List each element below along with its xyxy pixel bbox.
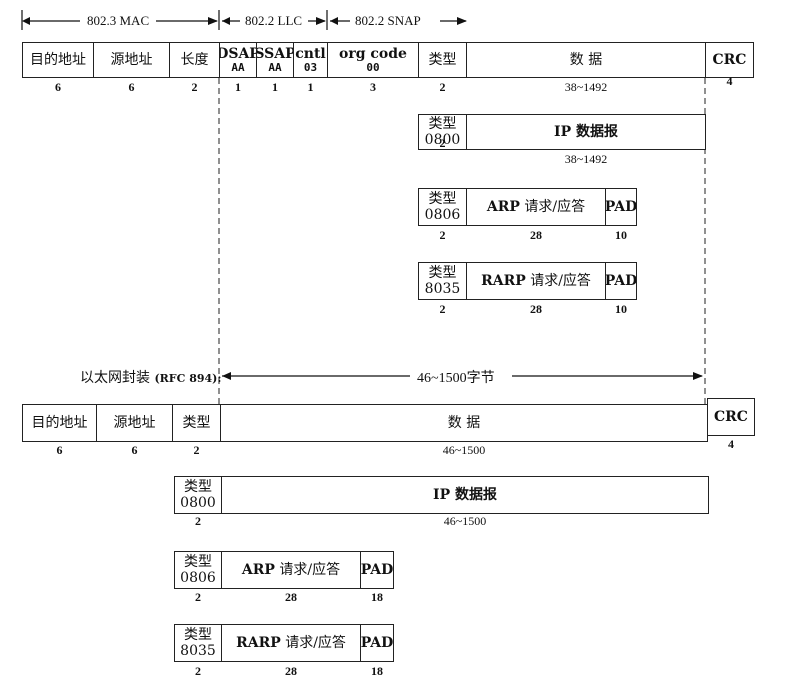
eth-dest-address: 目的地址 [22, 404, 97, 442]
eth-ip-size-data: 46~1500 [443, 514, 487, 528]
ieee-crc: CRC [705, 42, 754, 78]
ethernet-span-label: 46~1500字节 [414, 367, 498, 387]
eth-ip-datagram: IP 数据报 [221, 476, 709, 514]
ieee-rarp-size-data: 28 [530, 302, 542, 316]
ieee-arp-size-type: 2 [439, 228, 446, 242]
eth-size-type: 2 [193, 443, 200, 457]
eth-rarp-body: RARP 请求/应答 [221, 624, 361, 662]
eth-rarp-pad: PAD [360, 624, 394, 662]
ieee-rarp-size-pad: 10 [615, 302, 627, 316]
ieee-size-org: 3 [370, 80, 376, 94]
eth-size-data: 46~1500 [442, 443, 486, 457]
eth-arp-size-type: 2 [195, 590, 201, 604]
eth-type: 类型 [172, 404, 221, 442]
ieee-ip-datagram: IP 数据报 [466, 114, 706, 150]
eth-crc: CRC [707, 398, 755, 436]
ieee-arp-pad: PAD [605, 188, 637, 226]
ieee-size-dest: 6 [55, 80, 61, 94]
ieee-arp-size-data: 28 [530, 228, 542, 242]
ieee-size-crc: 4 [726, 74, 733, 88]
eth-src-address: 源地址 [96, 404, 173, 442]
ieee-size-data: 38~1492 [564, 80, 608, 94]
ieee-size-type: 2 [439, 80, 446, 94]
ieee-ip-size-type: 2 [439, 136, 446, 150]
eth-size-crc: 4 [728, 437, 734, 451]
eth-size-src: 6 [131, 443, 138, 457]
eth-arp-pad: PAD [360, 551, 394, 589]
ieee-rarp-body: RARP 请求/应答 [466, 262, 606, 300]
ieee-arp-size-pad: 10 [615, 228, 627, 242]
ieee-dsap: DSAPAA [219, 42, 257, 78]
ieee-size-length: 2 [191, 80, 198, 94]
ieee-data: 数 据 [466, 42, 706, 78]
eth-rarp-size-pad: 18 [371, 664, 383, 678]
eth-ip-size-type: 2 [195, 514, 201, 528]
label-802-3-mac: 802.3 MAC [84, 13, 153, 29]
ieee-size-ssap: 1 [272, 80, 278, 94]
ieee-length: 长度 [169, 42, 220, 78]
ethernet-title: 以太网封装 (RFC 894): [80, 370, 222, 386]
eth-arp-size-pad: 18 [371, 590, 383, 604]
ieee-type: 类型 [418, 42, 467, 78]
eth-arp-body: ARP 请求/应答 [221, 551, 361, 589]
ieee-size-dsap: 1 [235, 80, 241, 94]
eth-arp-size-data: 28 [285, 590, 297, 604]
ieee-size-src: 6 [128, 80, 135, 94]
eth-data: 数 据 [220, 404, 708, 442]
ieee-dest-address: 目的地址 [22, 42, 94, 78]
ip-label: IP 数据报 [554, 123, 618, 140]
eth-rarp-size-type: 2 [195, 664, 201, 678]
ieee-rarp-pad: PAD [605, 262, 637, 300]
ieee-arp-body: ARP 请求/应答 [466, 188, 606, 226]
eth-size-dest: 6 [56, 443, 63, 457]
eth-rarp-size-data: 28 [285, 664, 297, 678]
ieee-src-address: 源地址 [93, 42, 170, 78]
ieee-ip-size-data: 38~1492 [564, 152, 608, 166]
label-802-2-llc: 802.2 LLC [242, 13, 306, 29]
ieee-size-cntl: 1 [307, 80, 314, 94]
label-802-2-snap: 802.2 SNAP [352, 13, 424, 29]
ieee-rarp-size-type: 2 [439, 302, 446, 316]
